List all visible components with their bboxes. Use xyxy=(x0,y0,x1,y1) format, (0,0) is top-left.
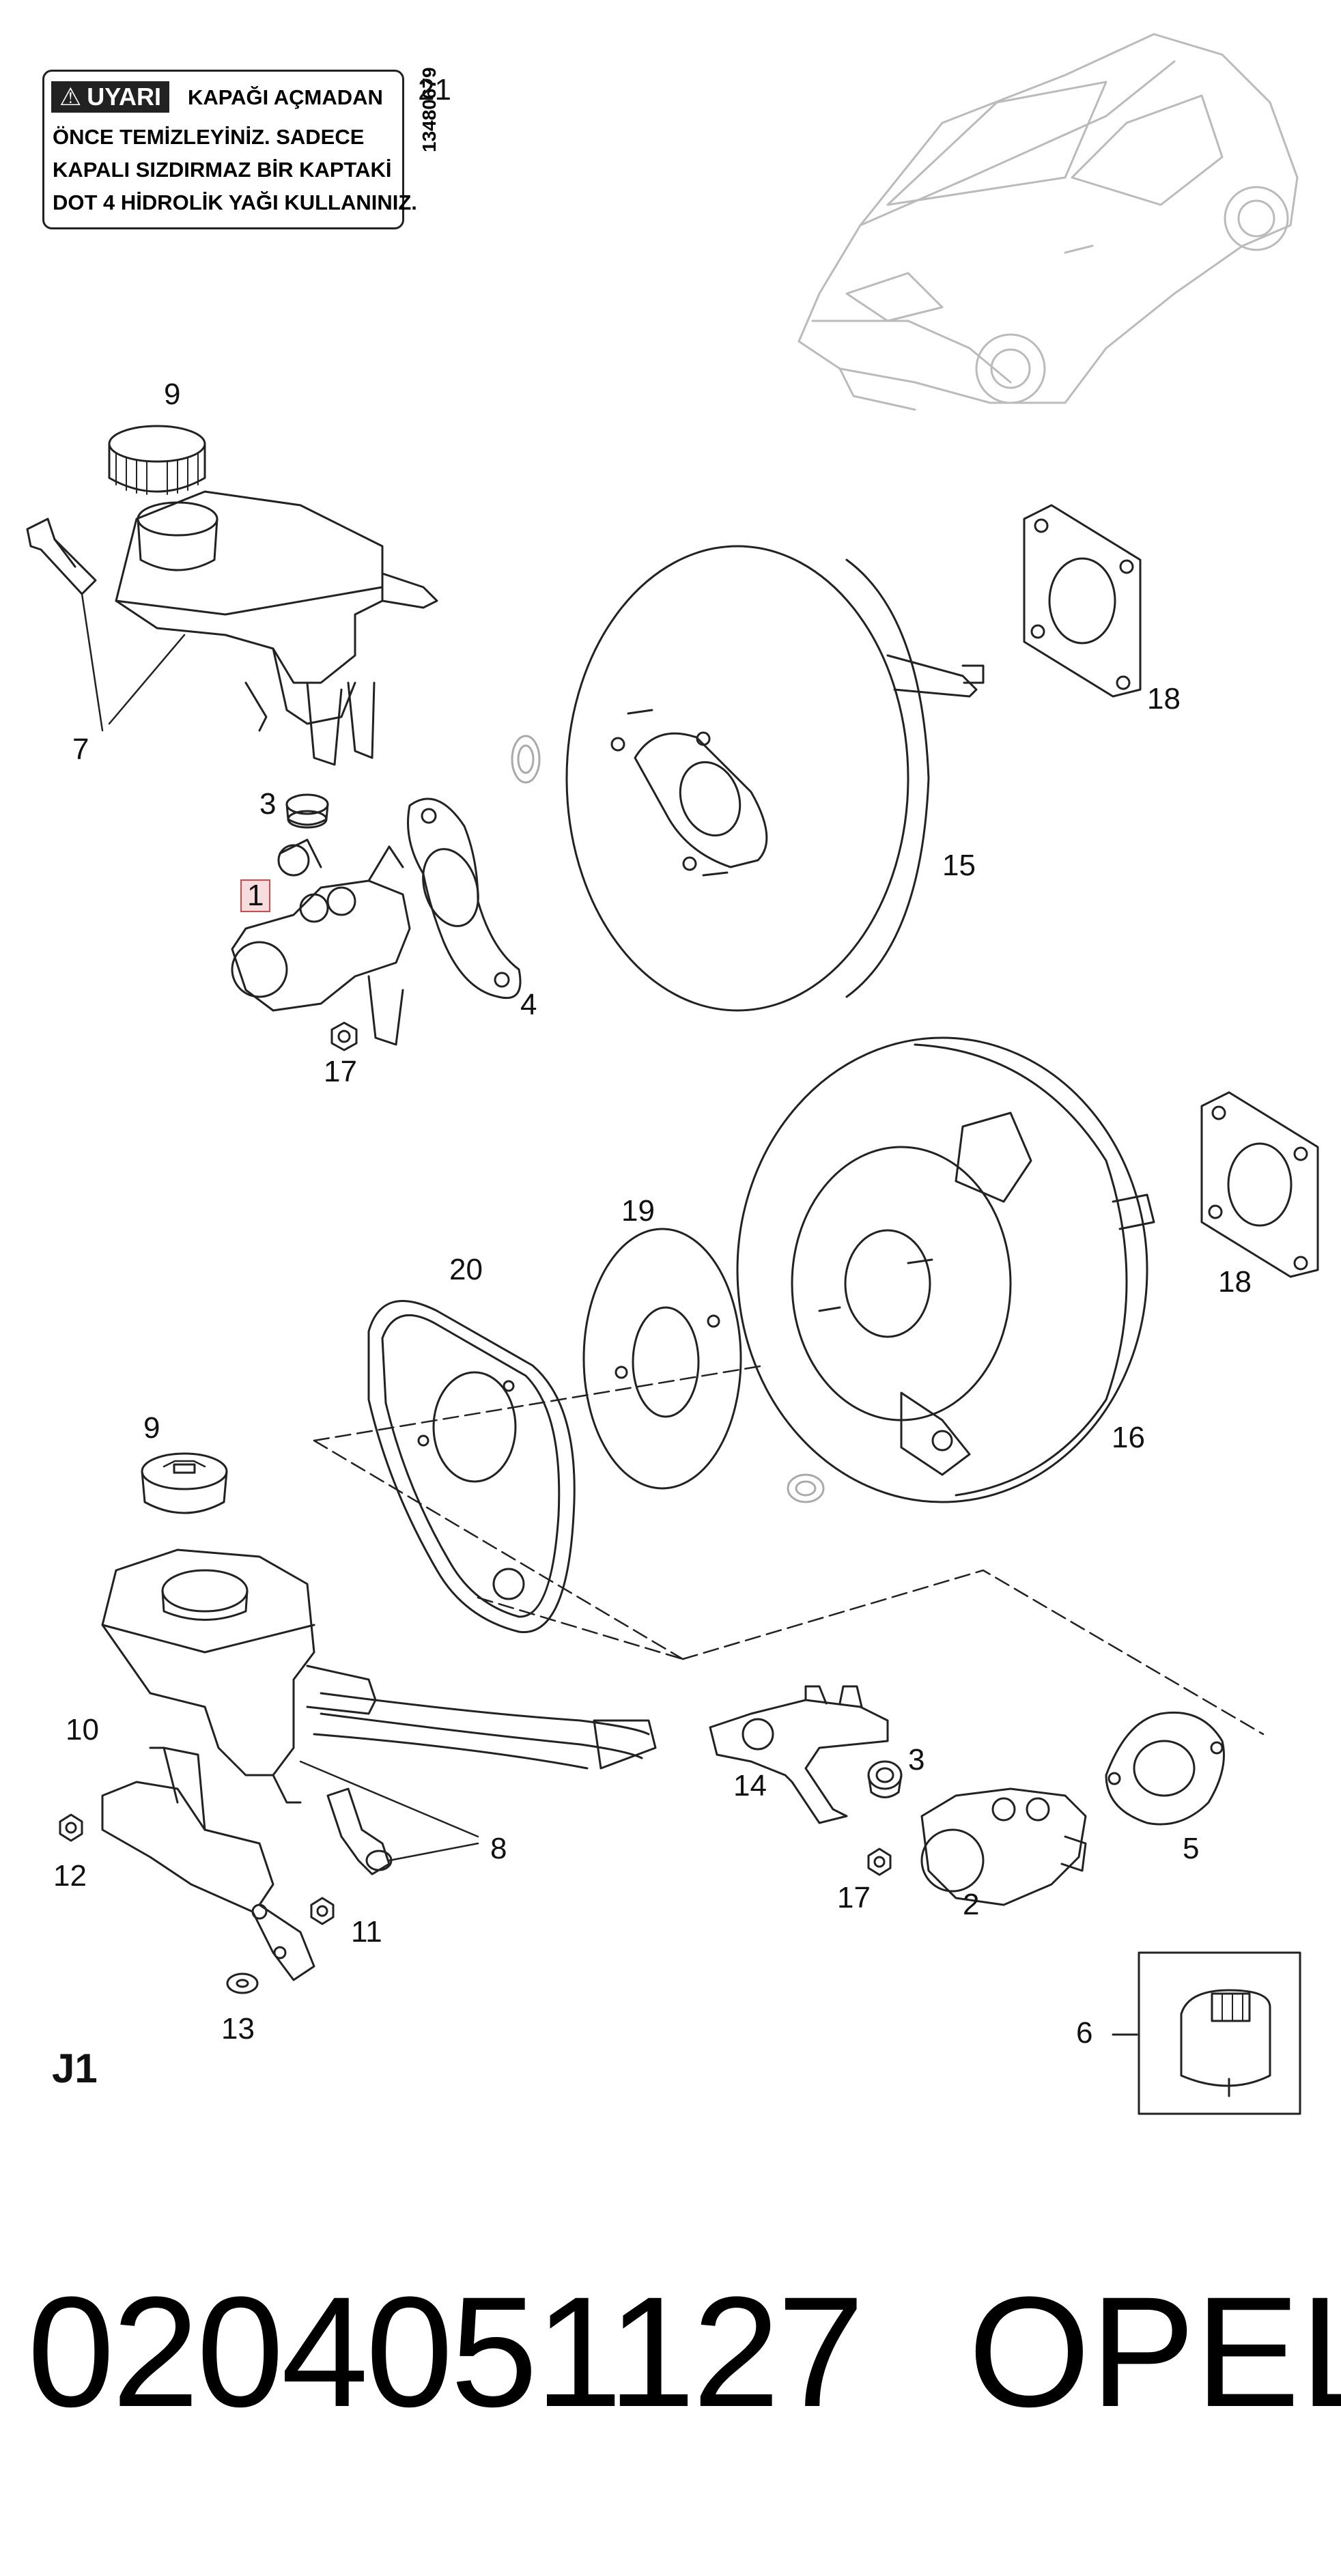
callout-21: 21 xyxy=(418,73,451,107)
grommet-lower xyxy=(867,1760,903,1798)
callout-15: 15 xyxy=(942,849,976,882)
callout-13: 13 xyxy=(221,2012,255,2046)
callout-14: 14 xyxy=(733,1769,767,1802)
nut-top xyxy=(330,1021,358,1051)
valve-14 xyxy=(709,1685,889,1824)
warning-label: ⚠ UYARI KAPAĞI AÇMADAN ÖNCE TEMİZLEYİNİZ… xyxy=(42,67,440,229)
gasket-18-top xyxy=(1023,504,1142,698)
bracket-10 xyxy=(101,1746,315,1981)
callout-3-top: 3 xyxy=(259,787,277,821)
seal-ring-lower xyxy=(787,1473,825,1503)
diagram-code: J1 xyxy=(52,2046,98,2091)
callout-17-top: 17 xyxy=(324,1055,357,1088)
reservoir-lower xyxy=(101,1548,657,1838)
part-number: 0204051127 xyxy=(27,2264,864,2439)
callout-3-lower: 3 xyxy=(908,1743,925,1777)
callout-12: 12 xyxy=(53,1859,87,1893)
level-sensor-lower xyxy=(326,1787,479,1876)
warning-triangle-icon: ⚠ xyxy=(59,83,82,111)
connection-lines xyxy=(313,1364,1265,1736)
master-cylinder-lower xyxy=(920,1787,1087,1906)
disc-19 xyxy=(582,1228,742,1490)
gasket-18-lower xyxy=(1200,1091,1319,1278)
reservoir-cap-lower xyxy=(141,1452,228,1514)
car-illustration xyxy=(797,33,1299,411)
callout-5: 5 xyxy=(1183,1832,1200,1865)
brake-booster-16 xyxy=(736,1036,1155,1503)
grommet-top xyxy=(285,793,329,829)
level-sensor xyxy=(26,518,104,732)
nut-11 xyxy=(310,1897,335,1925)
gasket-4 xyxy=(407,797,522,999)
warning-label-line-3: DOT 4 HİDROLİK YAĞI KULLANINIZ. xyxy=(53,190,417,214)
warning-label-line-1: ÖNCE TEMİZLEYİNİZ. SADECE xyxy=(53,125,365,149)
callout-7: 7 xyxy=(72,733,89,766)
nut-12 xyxy=(59,1813,83,1842)
brake-booster-15 xyxy=(565,545,985,1012)
warning-label-title: KAPAĞI AÇMADAN xyxy=(188,85,383,109)
callout-19: 19 xyxy=(621,1194,655,1228)
callout-18-top: 18 xyxy=(1147,682,1181,716)
callout-8: 8 xyxy=(490,1832,507,1865)
callout-20: 20 xyxy=(449,1253,483,1286)
warning-label-head: ⚠ UYARI xyxy=(51,81,169,113)
callout-9-lower: 9 xyxy=(143,1411,160,1445)
reservoir-cap-top xyxy=(108,425,206,495)
washer-13 xyxy=(226,1972,259,1994)
gasket-5 xyxy=(1105,1711,1225,1826)
seal-ring xyxy=(511,735,541,784)
callout-2: 2 xyxy=(963,1888,980,1921)
callout-11: 11 xyxy=(351,1915,382,1949)
warning-label-line-2: KAPALI SIZDIRMAZ BİR KAPTAKİ xyxy=(53,158,392,182)
callout-9-top: 9 xyxy=(164,378,181,411)
bushing-6-box xyxy=(1112,1951,1301,2115)
reservoir-upper xyxy=(108,490,438,766)
warning-label-head-text: UYARI xyxy=(87,83,161,111)
nut-17-lower xyxy=(867,1848,892,1876)
brand-name: OPEL xyxy=(968,2264,1341,2439)
callout-10: 10 xyxy=(66,1713,99,1746)
callout-18-lower: 18 xyxy=(1218,1265,1252,1299)
master-cylinder-top xyxy=(231,838,411,1046)
callout-1: 1 xyxy=(240,879,271,912)
callout-17-lower: 17 xyxy=(837,1881,871,1914)
callout-16: 16 xyxy=(1112,1421,1145,1454)
seal-20 xyxy=(367,1300,576,1634)
callout-4: 4 xyxy=(520,988,537,1021)
callout-6: 6 xyxy=(1076,2016,1093,2050)
